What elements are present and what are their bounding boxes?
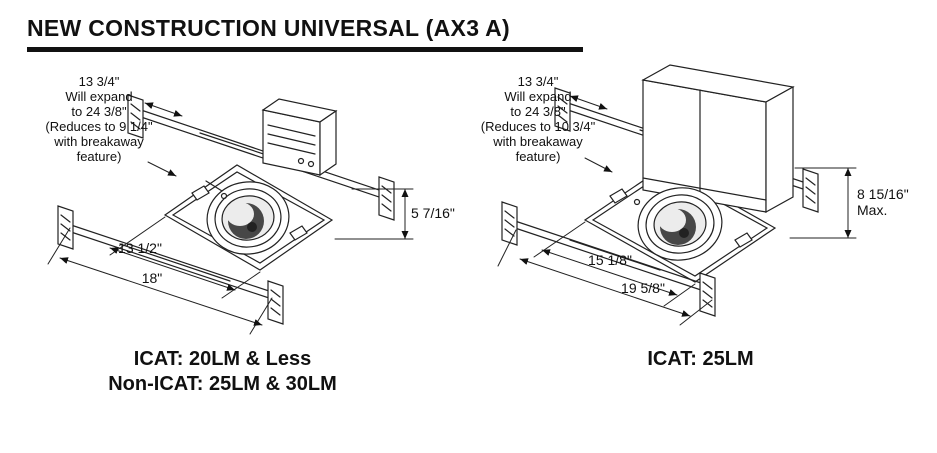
right-fixture-caption: ICAT: 25LM: [598, 347, 803, 372]
note-line: with breakaway: [493, 134, 583, 149]
caption-line: Non-ICAT: 25LM & 30LM: [108, 373, 337, 395]
left-note-leader-arrow: [147, 161, 177, 177]
left-height-dimension: 5 7/16": [411, 205, 455, 221]
left-fixture-drawing: [47, 94, 414, 335]
left-junction-box: [261, 98, 338, 177]
left-fixture-caption: ICAT: 20LM & Less Non-ICAT: 25LM & 30LM: [75, 347, 370, 397]
note-line: with breakaway: [54, 134, 144, 149]
note-line: feature): [76, 149, 122, 164]
nailer-bracket: [57, 205, 74, 250]
right-note-leader-arrow: [584, 157, 613, 173]
nailer-bracket: [802, 168, 819, 213]
right-housing-box: [641, 64, 795, 214]
left-dimension-lines: [47, 102, 414, 335]
right-reflector: [658, 208, 696, 245]
note-line: to 24 3/8": [71, 104, 127, 119]
note-line: 13 3/4": [78, 74, 120, 89]
note-line: 13 3/4": [517, 74, 559, 89]
left-expand-arrow: [144, 102, 183, 117]
note-line: Will expand: [65, 89, 133, 104]
title-underline: [27, 47, 583, 52]
right-height-dimension: 8 15/16" Max.: [857, 186, 909, 218]
right-dimension-lines: [497, 95, 857, 326]
knockout-hole: [307, 160, 315, 168]
caption-line: ICAT: 20LM & Less: [133, 348, 312, 370]
left-outer-width-dimension: 18": [141, 270, 163, 286]
right-spring-clips: [609, 188, 753, 248]
nailer-bracket: [378, 176, 395, 221]
knockout-hole: [297, 157, 305, 165]
right-outer-width-dimension-line: [519, 258, 691, 317]
page-title: NEW CONSTRUCTION UNIVERSAL (AX3 A): [27, 15, 510, 41]
right-expand-arrow: [569, 95, 608, 110]
left-spring-clips: [191, 180, 308, 241]
note-line: (Reduces to 9 1/4": [45, 119, 153, 134]
right-outer-width-dimension: 19 5/8": [621, 280, 665, 296]
note-line: (Reduces to 10 3/4": [480, 119, 596, 134]
right-fixture-drawing: [497, 64, 857, 326]
caption-line: ICAT: 25LM: [647, 348, 754, 370]
right-expand-note: 13 3/4" Will expand to 24 3/8" (Reduces …: [470, 74, 606, 164]
nailer-bracket: [501, 201, 518, 246]
left-reflector: [226, 202, 264, 239]
note-line: feature): [515, 149, 561, 164]
nailer-bracket: [267, 280, 284, 325]
nailer-bracket: [699, 272, 716, 317]
left-expand-note: 13 3/4" Will expand to 24 3/8" (Reduces …: [35, 74, 163, 164]
left-outer-width-dimension-line: [59, 257, 263, 326]
note-line: to 24 3/8": [510, 104, 566, 119]
left-inner-width-dimension: 13 1/2": [118, 240, 162, 256]
note-line: Will expand: [504, 89, 572, 104]
right-inner-width-dimension: 15 1/8": [588, 252, 632, 268]
